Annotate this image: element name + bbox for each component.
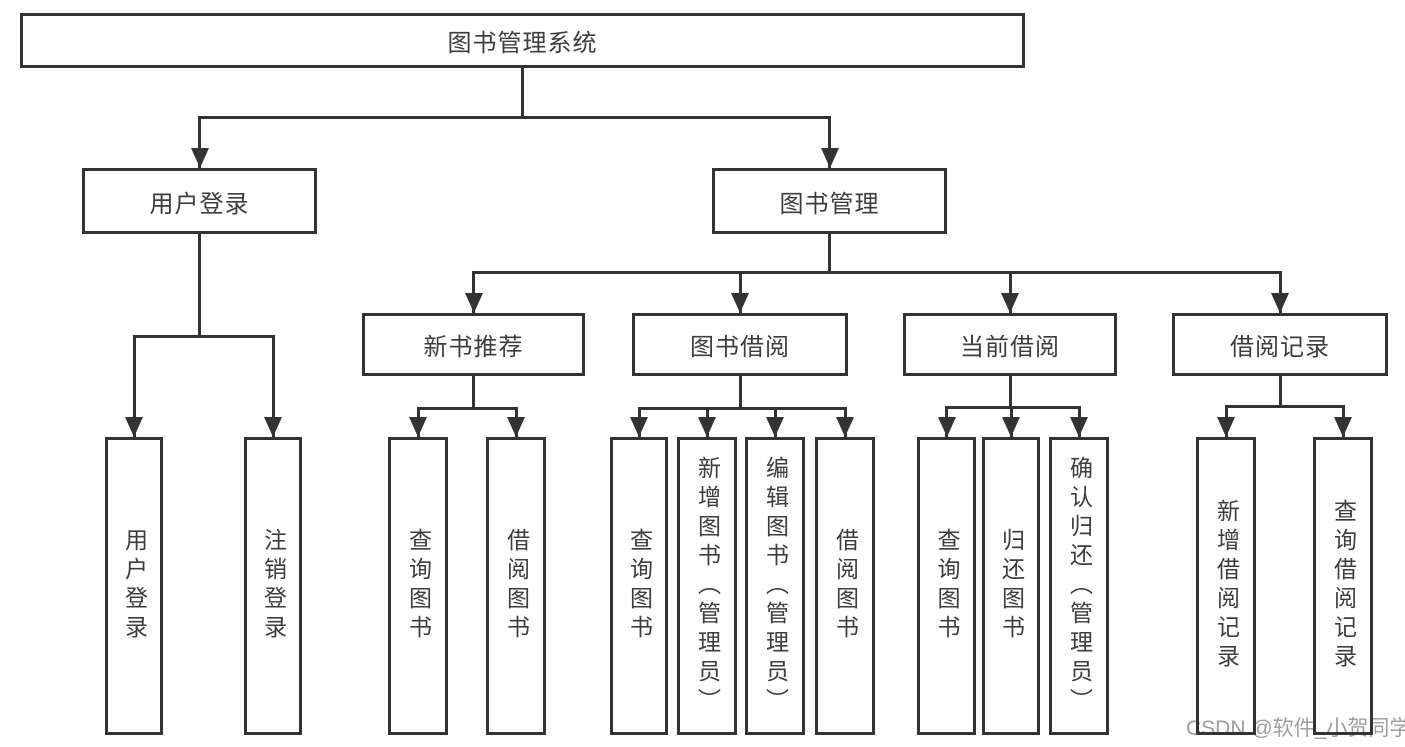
- connector-line: [1008, 272, 1012, 313]
- connector-arrowhead: [1217, 417, 1235, 437]
- node-br-query: 查询借阅记录: [1313, 437, 1373, 735]
- connector-line: [637, 406, 847, 410]
- connector-arrowhead: [507, 417, 525, 437]
- connector-line: [198, 117, 201, 168]
- connector-line: [271, 336, 275, 437]
- connector-line: [1224, 404, 1345, 408]
- connector-line: [828, 234, 831, 274]
- node-bb-add: 新增图书（管理员）: [677, 437, 737, 735]
- connector-line: [198, 234, 201, 338]
- connector-arrowhead: [836, 417, 854, 437]
- node-bb-edit: 编辑图书（管理员）: [745, 437, 805, 735]
- connector-line: [945, 405, 1081, 409]
- connector-arrowhead: [731, 293, 749, 313]
- connector-line: [472, 376, 475, 410]
- node-ul-login: 用户登录: [105, 437, 163, 735]
- connector-line: [738, 376, 742, 410]
- node-ul-logout: 注销登录: [244, 437, 302, 735]
- node-root: 图书管理系统: [20, 13, 1025, 68]
- connector-arrowhead: [630, 417, 648, 437]
- node-cb-return: 归还图书: [982, 437, 1040, 735]
- connector-arrowhead: [698, 417, 716, 437]
- node-cb-confirm: 确认归还（管理员）: [1049, 437, 1109, 735]
- connector-line: [472, 272, 475, 313]
- connector-arrowhead: [1271, 293, 1289, 313]
- connector-line: [1278, 272, 1282, 313]
- connector-arrowhead: [937, 417, 956, 437]
- node-nb-borrow: 借阅图书: [486, 437, 546, 735]
- node-bb-borrow: 借阅图书: [815, 437, 875, 735]
- node-book-mgmt: 图书管理: [712, 168, 947, 234]
- node-current-borrow: 当前借阅: [903, 313, 1117, 376]
- connector-line: [132, 336, 136, 437]
- connector-line: [1008, 376, 1012, 409]
- node-bb-query: 查询图书: [610, 437, 668, 735]
- connector-line: [828, 117, 831, 168]
- connector-line: [472, 270, 1282, 274]
- node-cb-query: 查询图书: [917, 437, 976, 735]
- connector-arrowhead: [264, 417, 282, 437]
- connector-arrowhead: [125, 417, 143, 437]
- connector-arrowhead: [1334, 417, 1352, 437]
- connector-arrowhead: [766, 417, 784, 437]
- connector-arrowhead: [1070, 417, 1088, 437]
- connector-arrowhead: [190, 148, 209, 168]
- connector-arrowhead: [820, 148, 839, 168]
- connector-line: [416, 406, 518, 410]
- connector-arrowhead: [1002, 417, 1020, 437]
- node-user-login: 用户登录: [82, 168, 317, 234]
- connector-line: [738, 272, 742, 313]
- node-new-book: 新书推荐: [362, 313, 585, 376]
- node-borrow-records: 借阅记录: [1172, 313, 1388, 376]
- connector-line: [198, 115, 831, 119]
- connector-arrowhead: [409, 417, 427, 437]
- connector-line: [132, 334, 275, 338]
- connector-arrowhead: [1001, 293, 1019, 313]
- connector-line: [521, 68, 524, 119]
- node-nb-query: 查询图书: [388, 437, 448, 735]
- connector-line: [1278, 376, 1282, 408]
- node-br-add: 新增借阅记录: [1196, 437, 1256, 735]
- connector-arrowhead: [464, 293, 483, 313]
- node-book-borrow: 图书借阅: [632, 313, 848, 376]
